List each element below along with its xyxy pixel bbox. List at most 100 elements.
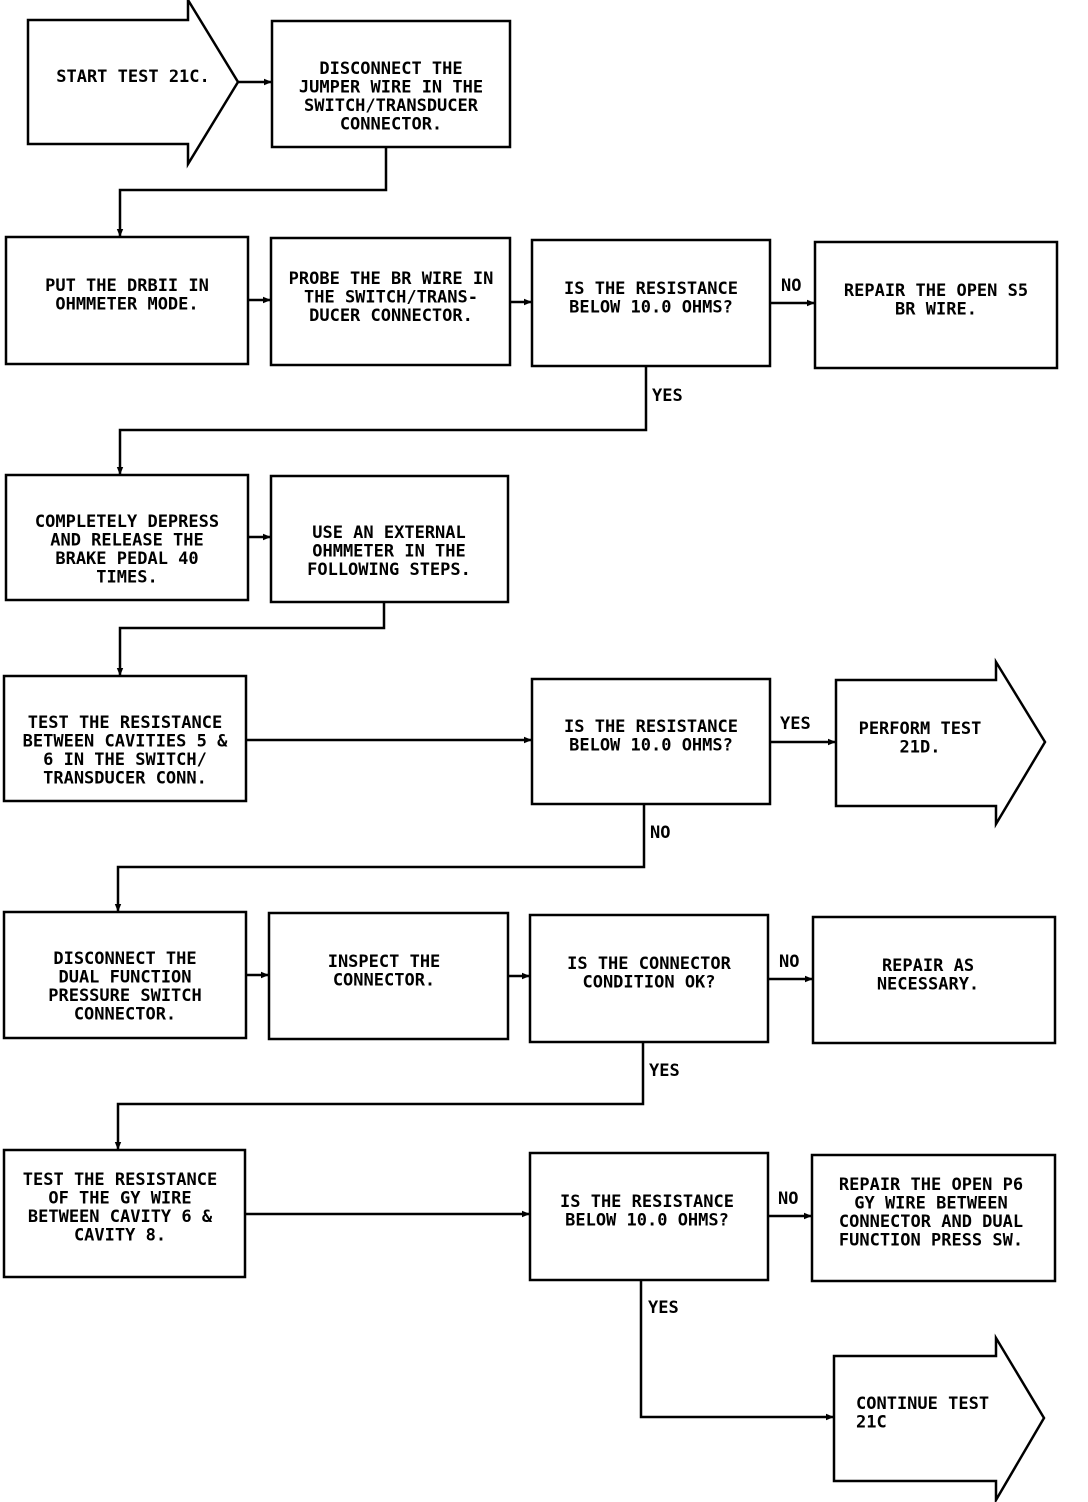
label-line: REPAIR THE OPEN P6	[839, 1175, 1023, 1195]
label-line: TEST THE RESISTANCE	[23, 1170, 217, 1190]
label-line: START TEST 21C.	[56, 67, 210, 87]
node-repair-p6	[810, 1153, 1057, 1283]
label-line: IS THE RESISTANCE	[560, 1192, 734, 1212]
node-start-arrow	[26, 0, 240, 169]
node-continue-21c-arrow	[832, 1333, 1046, 1502]
label-line: DUCER CONNECTOR.	[309, 306, 473, 326]
label-line: BELOW 10.0 OHMS?	[569, 298, 733, 318]
node-probe-br	[269, 236, 512, 367]
node-perform-21d-arrow	[834, 657, 1047, 829]
edge-labels: NO YES YES NO NO YES NO YES	[648, 276, 811, 1318]
node-question-resistance-3	[528, 1151, 770, 1282]
label-line: CONDITION OK?	[582, 973, 715, 993]
node-repair-necessary	[811, 915, 1057, 1045]
edge-label-q3-no: NO	[779, 952, 799, 972]
label-line: OF THE GY WIRE	[48, 1189, 191, 1209]
edge-label-q2-yes: YES	[780, 714, 811, 734]
label-line: PERFORM TEST	[859, 719, 982, 739]
label-line: BELOW 10.0 OHMS?	[569, 736, 733, 756]
node-question-connector	[528, 913, 770, 1044]
label-line: IS THE RESISTANCE	[564, 279, 738, 299]
label-line: BRAKE PEDAL 40	[55, 549, 198, 569]
label-line: JUMPER WIRE IN THE	[299, 78, 483, 98]
edge-label-q3-yes: YES	[649, 1061, 680, 1081]
node-test-gy	[2, 1148, 247, 1279]
edge-label-q4-no: NO	[778, 1189, 798, 1209]
node-put-drbii	[4, 235, 250, 366]
label-line: REPAIR AS	[882, 956, 974, 976]
label-line: USE AN EXTERNAL	[312, 523, 466, 543]
node-disconnect-jumper	[270, 19, 512, 149]
label-line: CONNECTOR.	[74, 1005, 176, 1025]
node-test-cavities	[2, 674, 248, 803]
connectors	[114, 78, 836, 1421]
label-line: INSPECT THE	[328, 952, 441, 972]
label-line: CAVITY 8.	[74, 1226, 166, 1246]
label-line: BR WIRE.	[895, 300, 977, 320]
label-line: COMPLETELY DEPRESS	[35, 512, 219, 532]
label-line: FUNCTION PRESS SW.	[839, 1231, 1023, 1251]
label-line: PROBE THE BR WIRE IN	[289, 269, 494, 289]
label-line: BETWEEN CAVITY 6 &	[28, 1207, 213, 1227]
label-line: TRANSDUCER CONN.	[43, 769, 207, 789]
label-line: TEST THE RESISTANCE	[28, 713, 222, 733]
edge-label-q2-no: NO	[650, 823, 670, 843]
label-line: IS THE RESISTANCE	[564, 717, 738, 737]
edge-q1-yes	[116, 366, 648, 475]
edge-external-to-cavities	[116, 602, 386, 676]
node-depress-pedal	[4, 473, 250, 602]
label-line: REPAIR THE OPEN S5	[844, 281, 1028, 301]
node-repair-s5	[813, 240, 1059, 370]
nodes	[2, 0, 1059, 1502]
label-line: NECESSARY.	[877, 975, 979, 995]
label-line: THE SWITCH/TRANS-	[304, 288, 478, 308]
edge-label-q1-yes: YES	[652, 386, 683, 406]
label-line: CONNECTOR.	[340, 115, 442, 135]
label-line: DISCONNECT THE	[319, 59, 462, 79]
label-line: TIMES.	[96, 568, 157, 588]
label-line: 21D.	[900, 738, 941, 758]
node-inspect-connector	[267, 911, 510, 1041]
label-line: PRESSURE SWITCH	[48, 986, 202, 1006]
label-line: BELOW 10.0 OHMS?	[565, 1211, 729, 1231]
edge-disconnect-to-drbii	[116, 147, 388, 237]
node-question-resistance-2	[530, 677, 772, 806]
label-line: CONTINUE TEST	[856, 1394, 989, 1414]
label-line: CONNECTOR AND DUAL	[839, 1212, 1023, 1232]
edge-label-q1-no: NO	[781, 276, 801, 296]
label-line: IS THE CONNECTOR	[567, 954, 732, 974]
label-line: DUAL FUNCTION	[58, 968, 191, 988]
label-line: DISCONNECT THE	[53, 949, 196, 969]
label-line: 6 IN THE SWITCH/	[43, 750, 207, 770]
label-line: AND RELEASE THE	[50, 531, 204, 551]
label-start: START TEST 21C.	[56, 67, 210, 87]
label-line: SWITCH/TRANSDUCER	[304, 96, 479, 116]
label-line: 21C	[856, 1413, 887, 1433]
edge-q2-no	[114, 804, 646, 912]
label-line: BETWEEN CAVITIES 5 &	[23, 732, 228, 752]
node-question-resistance-1	[530, 238, 772, 368]
label-line: OHMMETER IN THE	[312, 542, 466, 562]
label-line: PUT THE DRBII IN	[45, 276, 209, 296]
label-line: GY WIRE BETWEEN	[854, 1194, 1008, 1214]
label-line: OHMMETER MODE.	[55, 295, 198, 315]
